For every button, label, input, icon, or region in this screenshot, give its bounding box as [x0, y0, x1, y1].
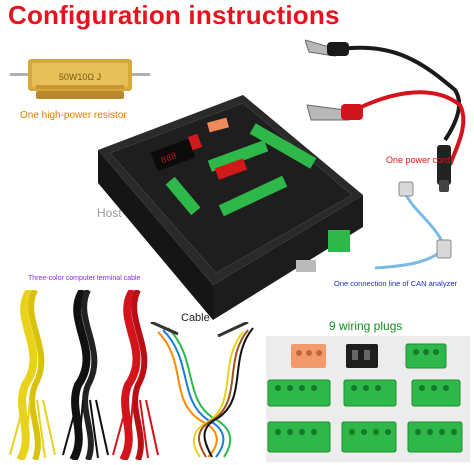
- cable-label: Cable: [181, 312, 210, 324]
- terminal-cable-black-bundle: [62, 290, 109, 460]
- host-device-image: 888: [98, 95, 363, 320]
- resistor-image: 50W10Ω J: [10, 59, 150, 99]
- page-title: Configuration instructions: [8, 0, 340, 30]
- wiring-plugs-image: [266, 336, 470, 462]
- terminal-cable-red-bundle: [112, 290, 159, 460]
- can-line-label: One connection line of CAN analyzer: [334, 279, 457, 288]
- plug-black: [346, 344, 378, 368]
- plugs-label: 9 wiring plugs: [329, 319, 403, 333]
- power-cord-image: [305, 39, 466, 192]
- resistor-marking: 50W10Ω J: [59, 72, 101, 82]
- terminal-cable-label: Three-color computer terminal cable: [28, 275, 141, 282]
- can-analyzer-line-image: [375, 181, 452, 270]
- jumper-cable-image: [150, 322, 254, 458]
- plug-orange: [291, 344, 326, 368]
- resistor-label: One high-power resistor: [20, 110, 127, 121]
- power-cord-label: One power cord: [386, 155, 451, 165]
- host-label: Host: [97, 206, 122, 220]
- terminal-cable-yellow-bundle: [9, 290, 56, 460]
